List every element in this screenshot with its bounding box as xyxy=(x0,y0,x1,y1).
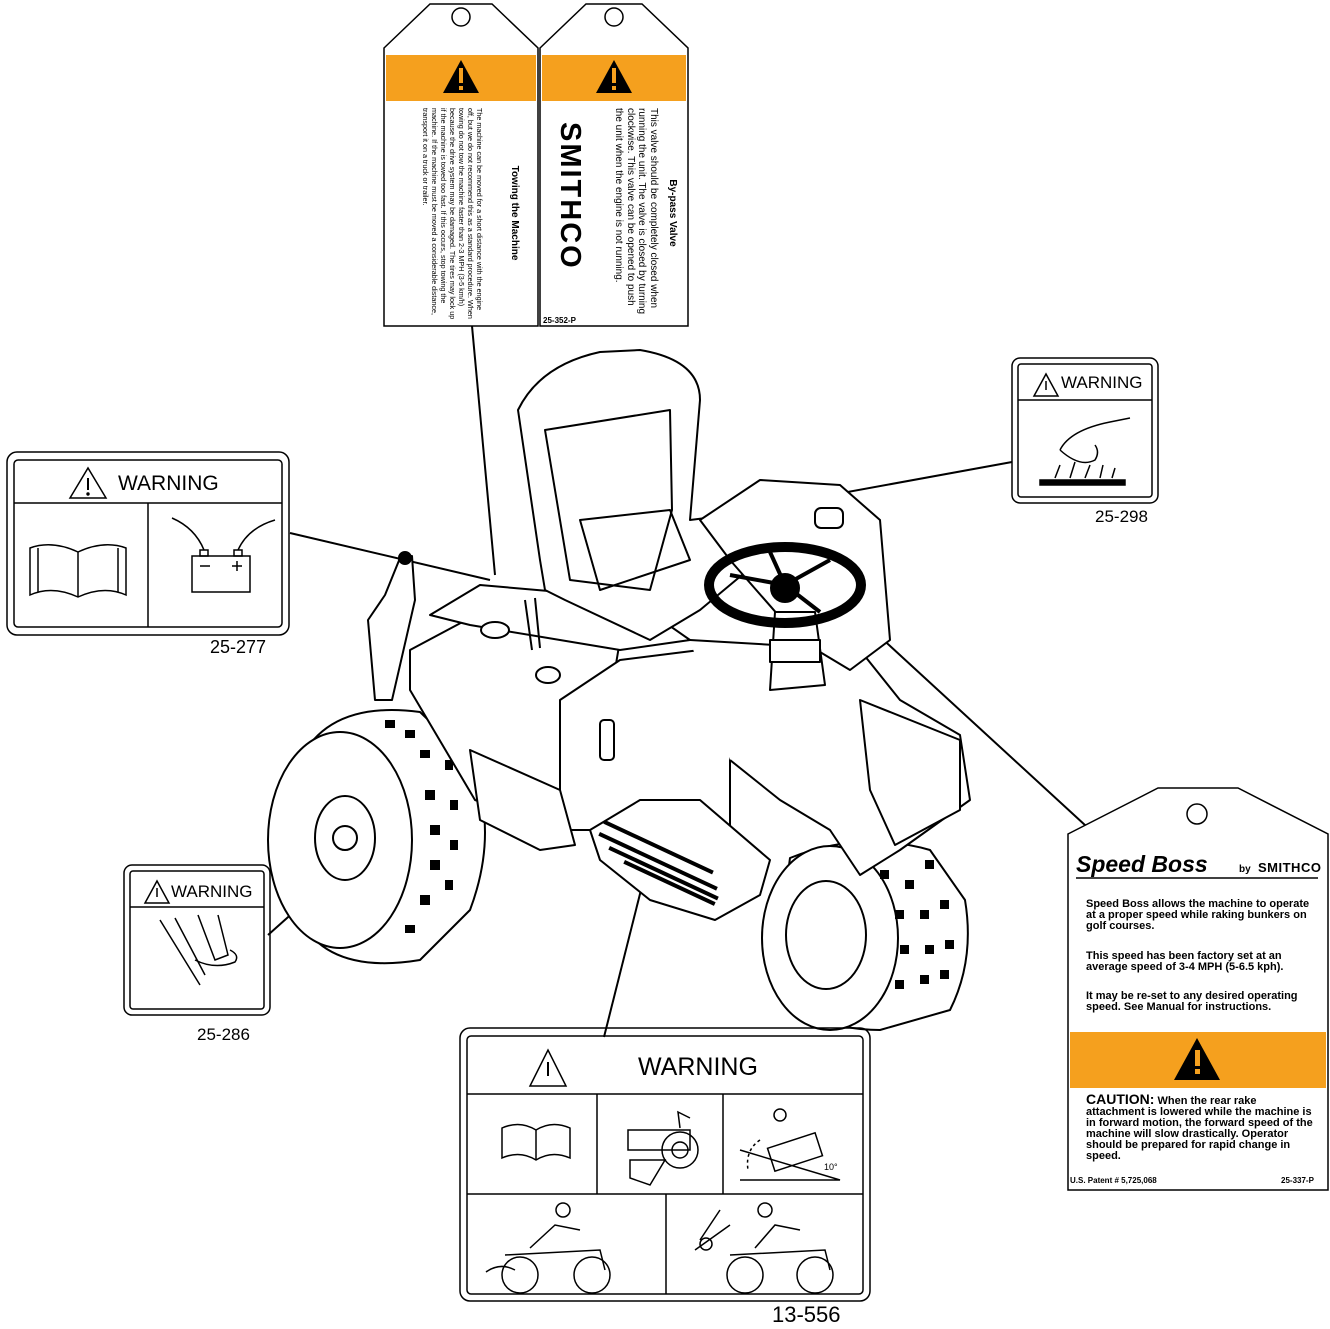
no-riders-icon-2 xyxy=(694,1202,834,1294)
warning-triangle-icon xyxy=(68,466,108,499)
part-number-25-298: 25-298 xyxy=(1095,507,1148,526)
bypass-tag-title: By-pass Valve xyxy=(667,179,678,247)
warning-label-13-556: WARNING xyxy=(638,1053,758,1081)
bypass-tag xyxy=(539,3,689,327)
machine-illustration xyxy=(267,349,971,1031)
speed-boss-paragraph-2: This speed has been factory set at an av… xyxy=(1086,950,1284,973)
warning-label-25-298: WARNING xyxy=(1061,373,1143,392)
warning-triangle-icon xyxy=(528,1048,568,1087)
decal-25-277 xyxy=(6,451,290,636)
battery-icon xyxy=(171,517,276,593)
speed-boss-caution: CAUTION: When the rear rake attachment i… xyxy=(1086,1091,1318,1162)
warning-label-25-286: WARNING xyxy=(171,882,253,901)
hot-surface-hand-icon xyxy=(1039,417,1131,486)
slope-angle-label: 10° xyxy=(824,1162,838,1172)
warning-triangle-icon xyxy=(143,879,171,904)
slope-rollover-icon xyxy=(739,1108,841,1181)
speed-boss-patent: U.S. Patent # 5,725,068 xyxy=(1070,1176,1157,1185)
footboard-tread xyxy=(598,820,719,906)
speed-boss-tag xyxy=(1067,787,1329,1191)
manual-book-icon xyxy=(501,1123,571,1161)
decal-25-298 xyxy=(1011,357,1159,504)
speed-boss-by: by xyxy=(1239,864,1251,875)
speed-boss-smithco-logo: SMITHCO xyxy=(1258,860,1322,875)
part-number-13-556: 13-556 xyxy=(772,1302,841,1327)
caution-label: CAUTION: xyxy=(1086,1091,1155,1107)
manual-book-icon xyxy=(29,544,127,598)
rotating-rake-icon xyxy=(627,1110,699,1186)
towing-tag-body: The machine can be moved for a short dis… xyxy=(421,108,484,320)
pinch-point-hand-icon xyxy=(159,914,238,986)
smithco-logo: SMITHCO xyxy=(554,122,586,270)
warning-triangle-icon xyxy=(1032,372,1060,397)
warning-label-25-277: WARNING xyxy=(118,472,219,495)
towing-tag xyxy=(383,3,539,327)
caution-text: When the rear rake attachment is lowered… xyxy=(1086,1095,1313,1162)
part-number-25-337-P: 25-337-P xyxy=(1281,1176,1314,1185)
decal-13-556 xyxy=(459,1027,871,1302)
part-number-25-277: 25-277 xyxy=(210,637,267,657)
towing-tag-title: Towing the Machine xyxy=(509,165,520,261)
speed-boss-paragraph-1: Speed Boss allows the machine to operate… xyxy=(1086,898,1310,932)
part-number-25-286: 25-286 xyxy=(197,1025,250,1044)
part-number-25-352-P: 25-352-P xyxy=(543,316,576,325)
no-riders-icon-1 xyxy=(485,1202,611,1294)
bypass-tag-body: This valve should be completely closed w… xyxy=(613,108,660,315)
right-wheel xyxy=(761,840,969,1031)
decal-25-286 xyxy=(123,864,271,1016)
left-wheel xyxy=(267,709,486,965)
speed-boss-title: Speed Boss xyxy=(1076,851,1208,877)
speed-boss-paragraph-3: It may be re-set to any desired operatin… xyxy=(1086,990,1298,1013)
